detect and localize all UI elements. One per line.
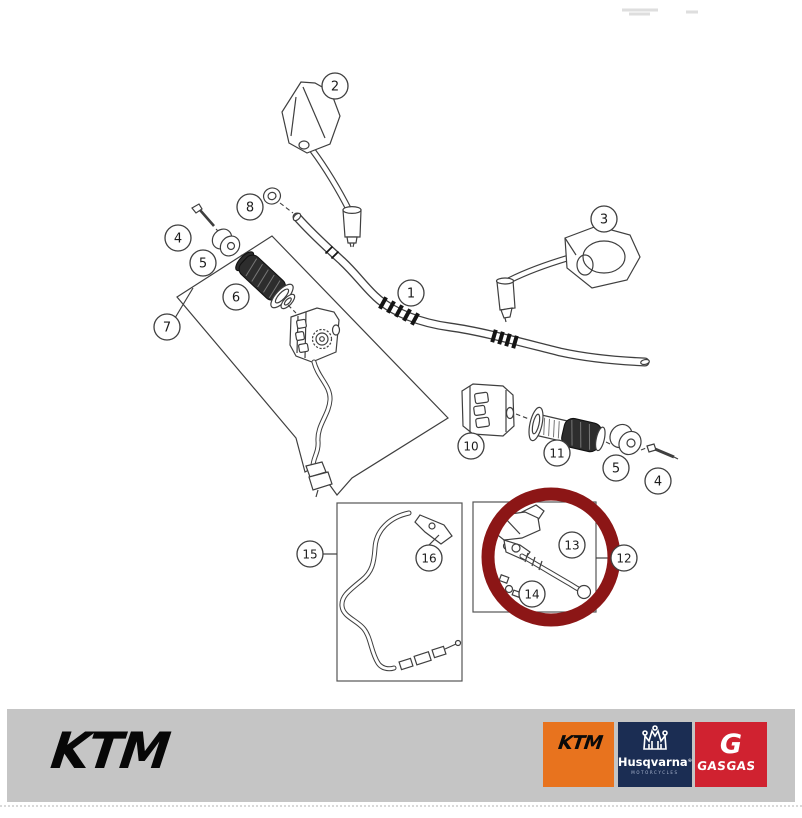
svg-text:8: 8 — [246, 201, 254, 216]
ktm-logo[interactable]: KTM — [28, 724, 203, 780]
brand-tile-ktm[interactable]: KTM — [543, 722, 614, 787]
svg-text:5: 5 — [612, 462, 620, 477]
brand-tile-husqvarna[interactable]: Husqvarna® MOTORCYCLES — [618, 722, 692, 787]
callout-15[interactable]: 15 — [296, 540, 324, 568]
callout-4[interactable]: 4 — [644, 467, 672, 495]
svg-text:4: 4 — [654, 475, 662, 490]
left-switch-housing — [289, 307, 341, 363]
callout-16[interactable]: 16 — [415, 544, 443, 572]
left-bar-end-weight — [211, 228, 250, 263]
bushing-ring — [262, 187, 294, 214]
highlight-circle — [481, 487, 621, 627]
svg-text:10: 10 — [463, 440, 478, 454]
callout-6[interactable]: 6 — [222, 283, 250, 311]
handlebar-knurl-right — [490, 329, 519, 349]
mirror-right — [495, 225, 641, 323]
svg-text:14: 14 — [524, 588, 539, 602]
footer-divider — [0, 805, 802, 807]
callout-13[interactable]: 13 — [558, 531, 586, 559]
callout-4[interactable]: 4 — [164, 224, 192, 252]
husqvarna-crown-icon — [642, 725, 668, 750]
svg-text:6: 6 — [232, 291, 240, 306]
gasgas-g-icon: G — [720, 729, 742, 760]
callout-7-leader — [174, 287, 194, 319]
callout-7[interactable]: 7 — [153, 313, 181, 341]
husqvarna-registered-mark: ® — [688, 758, 692, 764]
svg-text:1: 1 — [407, 287, 415, 302]
svg-text:13: 13 — [564, 539, 579, 553]
svg-text:Husqvarna®: Husqvarna® — [618, 755, 692, 769]
right-bar-end-bolt — [646, 443, 679, 460]
brand-husqvarna-label: Husqvarna — [618, 755, 688, 769]
left-grip — [235, 251, 296, 310]
brand-husqvarna-sublabel: MOTORCYCLES — [631, 770, 678, 775]
brand-ktm-label: KTM — [555, 731, 606, 753]
callout-16-leader — [428, 534, 440, 546]
callout-11[interactable]: 11 — [543, 439, 571, 467]
svg-text:5: 5 — [199, 257, 207, 272]
svg-text:15: 15 — [302, 548, 317, 562]
handlebar-knurl-left — [378, 296, 420, 326]
callout-3[interactable]: 3 — [590, 205, 618, 233]
cable-box — [336, 502, 463, 682]
callout-1[interactable]: 1 — [397, 279, 425, 307]
svg-text:3: 3 — [600, 213, 608, 228]
ktm-wordmark-text: KTM — [42, 724, 178, 780]
switch-wire — [305, 359, 333, 498]
right-bar-end-weight — [609, 423, 647, 456]
svg-text:7: 7 — [163, 321, 171, 336]
svg-text:16: 16 — [421, 552, 436, 566]
svg-text:2: 2 — [331, 80, 339, 95]
callout-2[interactable]: 2 — [321, 72, 349, 100]
clutch-lever-assembly — [493, 504, 592, 600]
brand-tile-gasgas[interactable]: G GASGAS — [695, 722, 767, 787]
callout-10[interactable]: 10 — [457, 432, 485, 460]
right-switch-housing — [461, 383, 530, 437]
brand-gasgas-label: GASGAS — [696, 759, 756, 773]
mirror-left — [281, 81, 362, 248]
callout-8[interactable]: 8 — [236, 193, 264, 221]
callout-5[interactable]: 5 — [602, 454, 630, 482]
faint-watermark — [622, 8, 698, 16]
clutch-cable — [339, 510, 462, 672]
callout-12[interactable]: 12 — [610, 544, 638, 572]
handlebar — [292, 212, 650, 367]
svg-text:12: 12 — [616, 552, 631, 566]
svg-text:4: 4 — [174, 232, 182, 247]
throttle-grip — [528, 406, 606, 453]
svg-text:11: 11 — [549, 447, 564, 461]
callout-5[interactable]: 5 — [189, 249, 217, 277]
callout-14[interactable]: 14 — [518, 580, 546, 608]
